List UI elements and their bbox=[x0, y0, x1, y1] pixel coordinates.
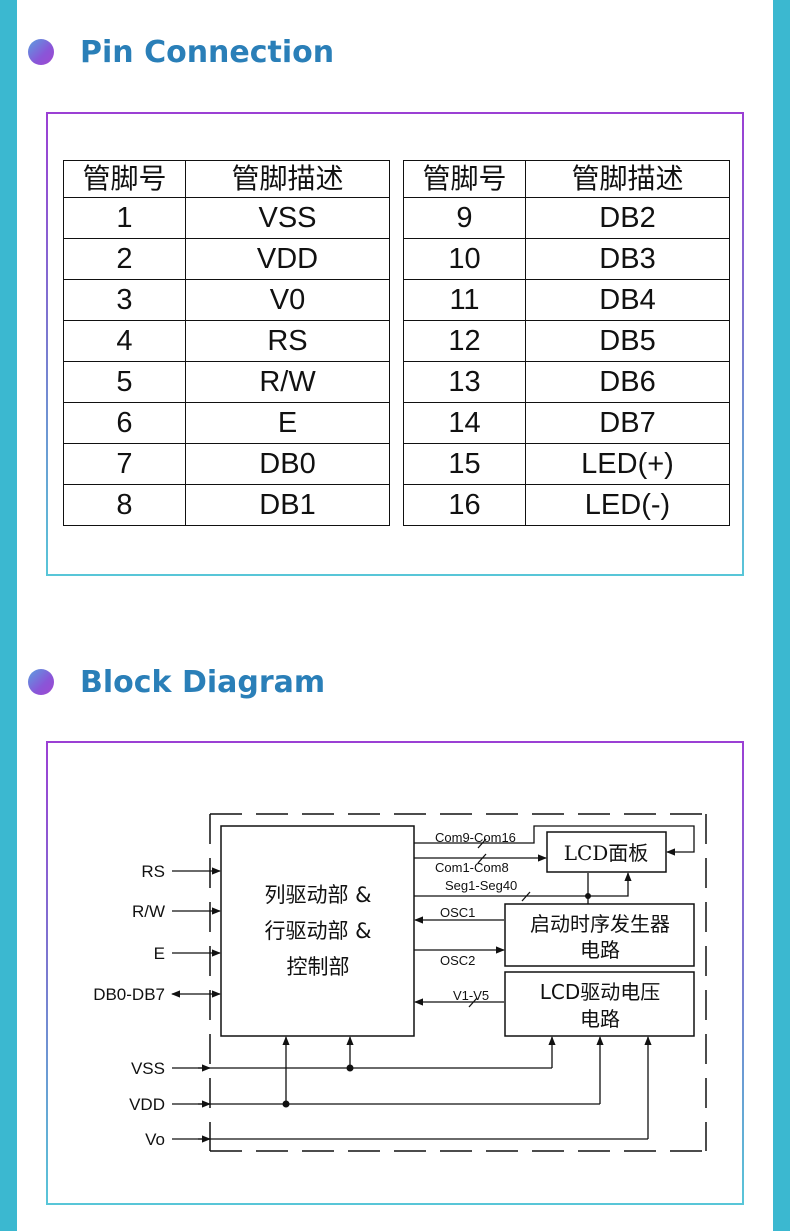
left-border-bar bbox=[0, 0, 17, 1231]
label-com1: Com1-Com8 bbox=[435, 860, 509, 875]
label-v1-v5: V1-V5 bbox=[453, 988, 489, 1003]
pin-description-cell: DB3 bbox=[525, 238, 730, 280]
pin-number-cell: 8 bbox=[63, 484, 186, 526]
pin-number-cell: 16 bbox=[403, 484, 526, 526]
pin-description-cell: LED(+) bbox=[525, 443, 730, 485]
main-control-block bbox=[220, 825, 415, 1037]
pin-number-cell: 5 bbox=[63, 361, 186, 403]
input-vo: Vo bbox=[145, 1130, 165, 1149]
pin-description-cell: E bbox=[185, 402, 390, 444]
input-rs: RS bbox=[141, 862, 165, 881]
voltage-block-line2: 电路 bbox=[580, 1007, 620, 1031]
pin-description-cell: R/W bbox=[185, 361, 390, 403]
right-border-bar bbox=[773, 0, 790, 1231]
pin-description-cell: DB4 bbox=[525, 279, 730, 321]
pin-description-cell: LED(-) bbox=[525, 484, 730, 526]
timing-block-line1: 启动时序发生器 bbox=[530, 912, 670, 936]
main-block-line2: 行驱动部 & bbox=[264, 919, 371, 943]
lcd-panel-label: LCD面板 bbox=[564, 841, 649, 865]
pin-description-cell: DB7 bbox=[525, 402, 730, 444]
pin-description-cell: DB2 bbox=[525, 197, 730, 239]
pin-number-cell: 14 bbox=[403, 402, 526, 444]
voltage-block-line1: LCD驱动电压 bbox=[540, 980, 661, 1004]
table-header-row: 管脚号 管脚描述 bbox=[63, 160, 390, 198]
pin-description-cell: DB1 bbox=[185, 484, 390, 526]
pin-number-cell: 11 bbox=[403, 279, 526, 321]
bullet-dot-icon bbox=[28, 669, 54, 695]
input-rw: R/W bbox=[132, 902, 165, 921]
pin-number-cell: 2 bbox=[63, 238, 186, 280]
label-seg: Seg1-Seg40 bbox=[445, 878, 517, 893]
header-pin-number: 管脚号 bbox=[403, 160, 526, 198]
input-e: E bbox=[154, 944, 165, 963]
pin-number-cell: 7 bbox=[63, 443, 186, 485]
label-osc2: OSC2 bbox=[440, 953, 475, 968]
pin-connection-heading: Pin Connection bbox=[28, 32, 334, 72]
pin-number-cell: 3 bbox=[63, 279, 186, 321]
bullet-dot-icon bbox=[28, 39, 54, 65]
table-header-row: 管脚号 管脚描述 bbox=[403, 160, 730, 198]
pin-description-cell: DB5 bbox=[525, 320, 730, 362]
pin-number-cell: 4 bbox=[63, 320, 186, 362]
block-diagram-heading: Block Diagram bbox=[28, 662, 325, 702]
pin-description-cell: VDD bbox=[185, 238, 390, 280]
pin-number-cell: 12 bbox=[403, 320, 526, 362]
pin-number-cell: 6 bbox=[63, 402, 186, 444]
signal-lines bbox=[171, 825, 695, 1143]
main-block-line1: 列驱动部 & bbox=[264, 883, 371, 907]
pin-description-cell: V0 bbox=[185, 279, 390, 321]
pin-description-cell: VSS bbox=[185, 197, 390, 239]
module-outline bbox=[209, 813, 707, 1152]
header-pin-description: 管脚描述 bbox=[185, 160, 390, 198]
pin-description-cell: DB6 bbox=[525, 361, 730, 403]
block-diagram-title: Block Diagram bbox=[80, 664, 326, 700]
pin-number-cell: 9 bbox=[403, 197, 526, 239]
pin-number-cell: 1 bbox=[63, 197, 186, 239]
input-db: DB0-DB7 bbox=[93, 985, 165, 1004]
pin-number-cell: 10 bbox=[403, 238, 526, 280]
voltage-block bbox=[504, 971, 695, 1037]
input-vss: VSS bbox=[131, 1059, 165, 1078]
header-pin-number: 管脚号 bbox=[63, 160, 186, 198]
pin-description-cell: DB0 bbox=[185, 443, 390, 485]
label-osc1: OSC1 bbox=[440, 905, 475, 920]
junction-dots bbox=[282, 893, 591, 1108]
lcd-panel-block bbox=[546, 831, 667, 873]
pin-connection-title: Pin Connection bbox=[80, 34, 335, 70]
block-diagram-frame: 列驱动部 & 行驱动部 & 控制部 LCD面板 启动时序发生器 电路 LCD驱动… bbox=[46, 741, 744, 1205]
pin-number-cell: 15 bbox=[403, 443, 526, 485]
timing-block-line2: 电路 bbox=[580, 938, 620, 962]
block-diagram-svg: 列驱动部 & 行驱动部 & 控制部 LCD面板 启动时序发生器 电路 LCD驱动… bbox=[93, 813, 707, 1152]
input-vdd: VDD bbox=[129, 1095, 165, 1114]
label-com9: Com9-Com16 bbox=[435, 830, 516, 845]
pin-description-cell: RS bbox=[185, 320, 390, 362]
pin-number-cell: 13 bbox=[403, 361, 526, 403]
main-block-line3: 控制部 bbox=[287, 955, 350, 979]
timing-generator-block bbox=[504, 903, 695, 967]
header-pin-description: 管脚描述 bbox=[525, 160, 730, 198]
